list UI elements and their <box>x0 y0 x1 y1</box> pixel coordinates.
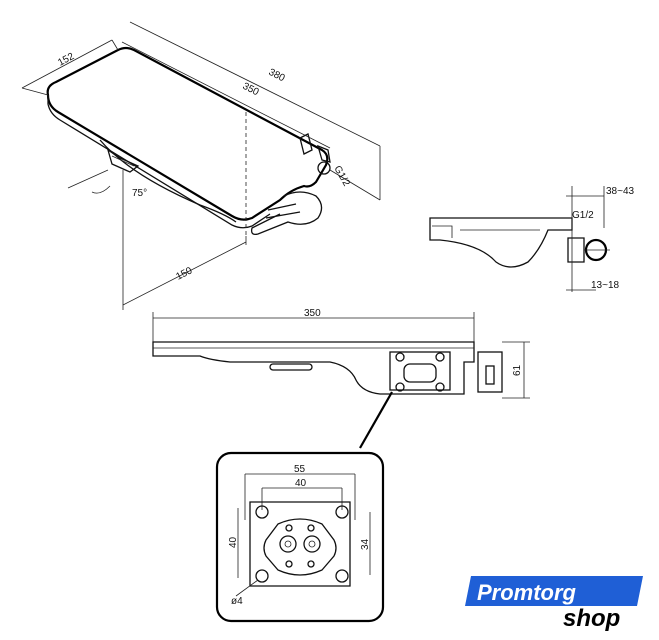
detail-center-body <box>263 518 337 576</box>
front-connector-slot <box>485 365 495 385</box>
angle-arc <box>67 169 111 194</box>
isometric-view: 152 350 380 G1/2 75° 150 <box>21 21 381 310</box>
logo-blue-band <box>465 576 643 606</box>
spout-outlet-inner <box>111 155 135 167</box>
front-inlet <box>403 363 437 383</box>
dim-ext-380b <box>329 169 381 201</box>
detail-inlet-right <box>303 535 321 553</box>
front-connector <box>477 351 503 393</box>
side-shelf-inner <box>432 225 540 238</box>
detail-hole-br <box>335 569 349 583</box>
brand-logo: Promtorg shop <box>465 576 643 632</box>
detail-dia-label: ø4 <box>231 596 243 607</box>
detail-dim-34-label: 34 <box>360 538 371 550</box>
logo-brand-sub: shop <box>563 605 620 632</box>
side-shelf-outline <box>429 217 573 268</box>
detail-view: 55 40 40 34 ø4 <box>215 451 385 623</box>
detail-inlet-right-core <box>308 540 316 548</box>
front-dim-61-label: 61 <box>512 364 523 376</box>
detail-hole-bl <box>255 569 269 583</box>
front-hole-tr <box>435 352 445 362</box>
dim-ext-152b <box>111 39 119 51</box>
detail-mount-plate <box>249 501 351 587</box>
shelf-under-curve <box>99 139 237 223</box>
thread-connector-icon <box>317 161 331 175</box>
dim-label-380: 380 <box>267 67 287 85</box>
detail-dim-55-label: 55 <box>294 464 306 475</box>
dim-line-350 <box>121 41 331 149</box>
detail-inlet-left <box>279 535 297 553</box>
shelf-front-edge <box>47 95 271 229</box>
detail-dim-40v-label: 40 <box>228 536 239 548</box>
dim-line-380 <box>129 21 381 147</box>
detail-screw-3 <box>285 560 293 568</box>
side-dim-top-label: 38~43 <box>606 186 635 197</box>
spout-outlet <box>106 148 140 173</box>
mixer-body <box>250 191 323 236</box>
detail-screw-1 <box>285 524 293 532</box>
detail-leader <box>359 391 393 449</box>
dim-label-152: 152 <box>56 51 76 69</box>
front-view: 350 61 <box>152 308 530 449</box>
front-dim-350-label: 350 <box>304 308 321 319</box>
mixer-lever <box>265 203 301 219</box>
front-mount-plate <box>389 351 451 391</box>
detail-screw-4 <box>307 560 315 568</box>
dim-label-150: 150 <box>174 265 194 283</box>
front-shelf-outline <box>152 341 475 395</box>
iso-thread-label: G1/2 <box>331 164 352 189</box>
detail-hole-tl <box>255 505 269 519</box>
wall-connector <box>299 133 331 163</box>
side-thread-label: G1/2 <box>572 210 594 221</box>
logo-brand-main: Promtorg <box>477 580 577 605</box>
side-dim-bottom-label: 13~18 <box>591 280 620 291</box>
front-outlet-slot <box>269 363 313 371</box>
side-view: 38~43 13~18 G1/2 <box>429 186 635 292</box>
detail-dia-leader <box>235 579 259 597</box>
detail-dim-40-label: 40 <box>295 478 307 489</box>
detail-frame <box>215 451 385 623</box>
shelf-top-outline <box>46 46 329 221</box>
dim-label-350-iso: 350 <box>241 81 261 99</box>
front-hole-bl <box>395 382 405 392</box>
detail-screw-2 <box>307 524 315 532</box>
front-hole-tl <box>395 352 405 362</box>
front-hole-br <box>435 382 445 392</box>
detail-hole-tr <box>335 505 349 519</box>
dim-line-152 <box>21 39 113 89</box>
dim-ext-152a <box>21 87 49 96</box>
angle-label: 75° <box>132 188 147 199</box>
side-wall-pipe <box>567 237 585 263</box>
detail-inlet-left-core <box>284 540 292 548</box>
dim-line-150 <box>122 241 247 306</box>
